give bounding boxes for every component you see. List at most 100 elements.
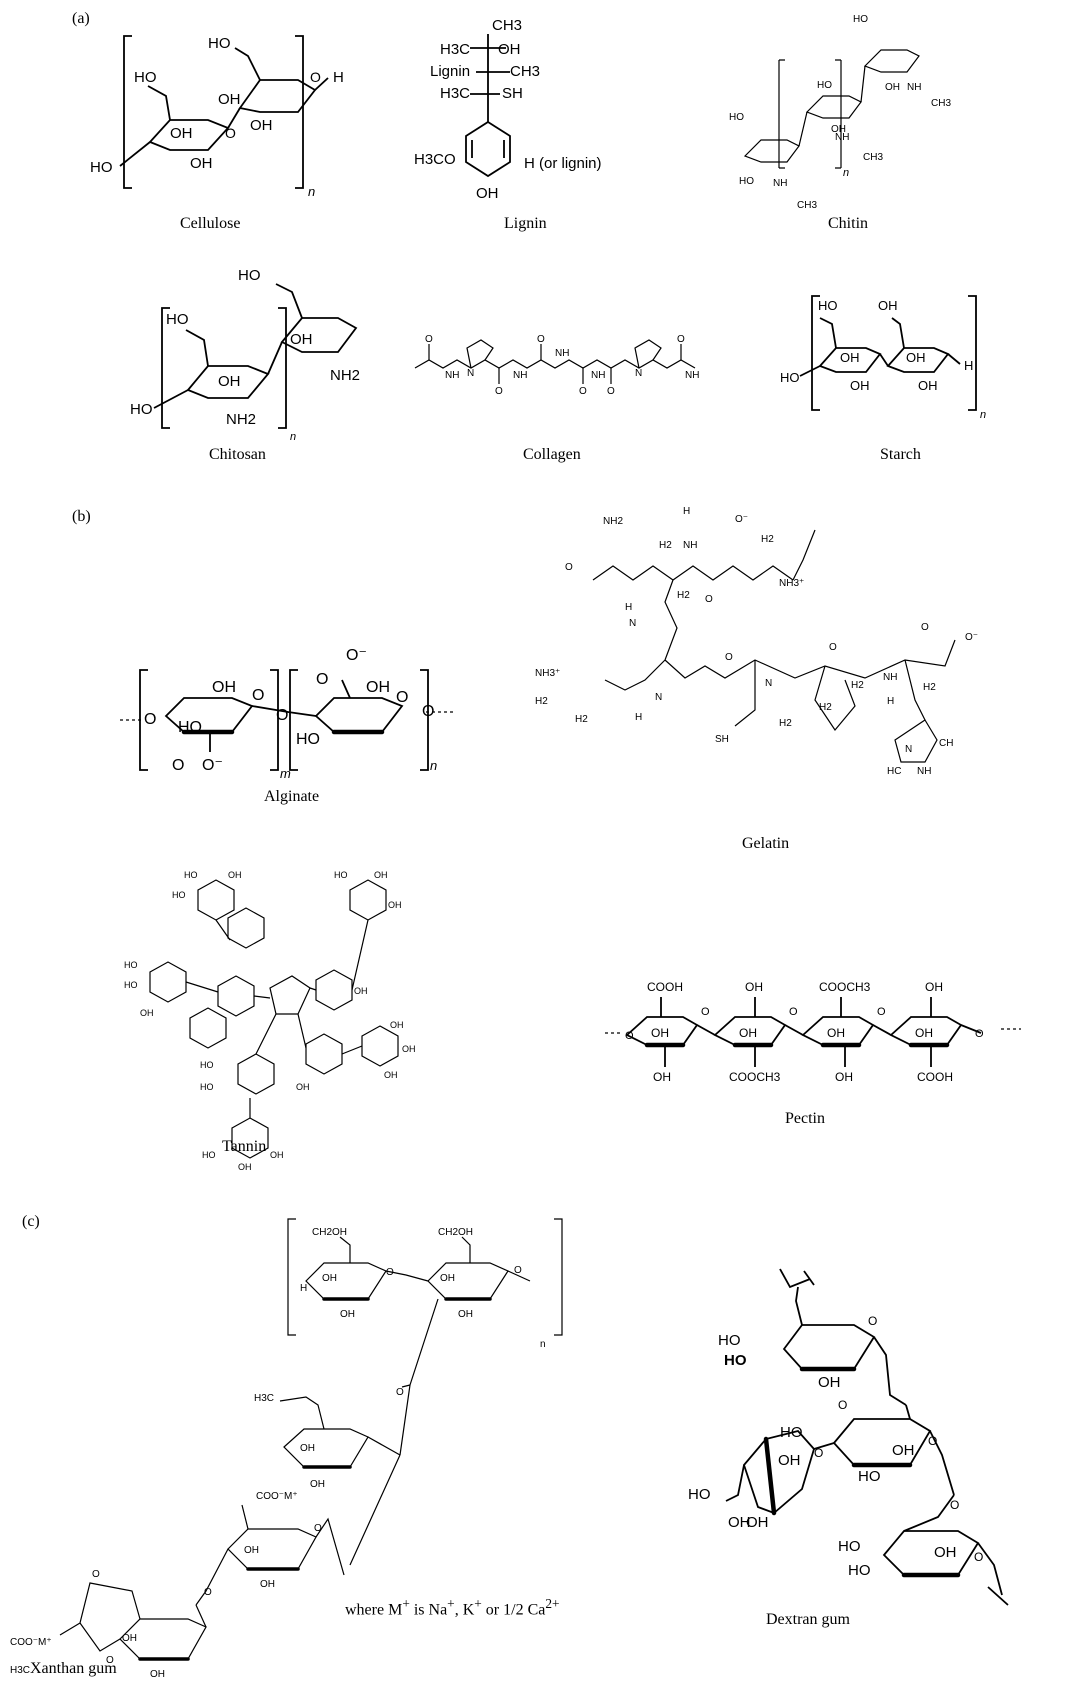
svg-text:CH3: CH3 bbox=[797, 200, 817, 211]
svg-text:H3C: H3C bbox=[10, 1665, 30, 1676]
lignin-ring bbox=[465, 120, 511, 178]
svg-text:O: O bbox=[144, 711, 156, 728]
svg-text:H: H bbox=[333, 69, 344, 86]
svg-text:O: O bbox=[705, 594, 713, 605]
ring1-ch2oh bbox=[147, 85, 171, 121]
tannin-ester-links bbox=[185, 919, 369, 1118]
caption-collagen: Collagen bbox=[523, 446, 581, 463]
panel-label-c: (c) bbox=[22, 1213, 40, 1230]
svg-text:H2: H2 bbox=[761, 534, 774, 545]
svg-text:CH: CH bbox=[939, 738, 953, 749]
svg-text:m: m bbox=[280, 766, 291, 781]
svg-text:H2: H2 bbox=[575, 714, 588, 725]
svg-text:O: O bbox=[204, 1587, 212, 1598]
svg-text:OH: OH bbox=[402, 1044, 416, 1054]
svg-text:OH: OH bbox=[300, 1443, 315, 1454]
dextran-ring-4 bbox=[882, 1530, 980, 1576]
svg-text:OH: OH bbox=[218, 373, 241, 390]
dextran-structure: HO HO OH O O HO HO OH O O OH HO OH OH HO… bbox=[688, 1268, 1009, 1606]
svg-text:O: O bbox=[537, 334, 545, 345]
svg-text:O: O bbox=[579, 386, 587, 397]
svg-text:OH: OH bbox=[140, 1008, 154, 1018]
svg-text:CH3: CH3 bbox=[931, 98, 951, 109]
svg-text:O: O bbox=[106, 1655, 114, 1666]
svg-text:OH: OH bbox=[354, 986, 368, 996]
collagen-structure: O NH N O NH O NH O NH O N O NH bbox=[414, 334, 699, 397]
svg-text:O: O bbox=[974, 1550, 983, 1564]
svg-text:OH: OH bbox=[925, 980, 943, 994]
svg-text:OH: OH bbox=[228, 870, 242, 880]
svg-text:HO: HO bbox=[134, 69, 157, 86]
alginate-structure: O OH HO O O⁻ O O O O⁻ OH HO O O m n bbox=[120, 647, 456, 781]
svg-text:H2: H2 bbox=[851, 680, 864, 691]
caption-chitosan: Chitosan bbox=[209, 446, 266, 463]
svg-text:OH: OH bbox=[270, 1150, 284, 1160]
svg-text:N: N bbox=[467, 368, 474, 379]
svg-text:OH: OH bbox=[840, 350, 860, 365]
svg-text:n: n bbox=[540, 1339, 546, 1350]
svg-text:OH: OH bbox=[384, 1070, 398, 1080]
svg-text:NH2: NH2 bbox=[603, 516, 623, 527]
svg-text:NH: NH bbox=[513, 370, 527, 381]
svg-text:n: n bbox=[430, 758, 437, 773]
svg-text:OH: OH bbox=[885, 82, 900, 93]
svg-text:OH: OH bbox=[746, 1514, 769, 1531]
svg-text:H2: H2 bbox=[659, 540, 672, 551]
svg-text:HO: HO bbox=[688, 1486, 711, 1503]
svg-text:SH: SH bbox=[715, 734, 729, 745]
svg-text:O: O bbox=[701, 1006, 710, 1018]
svg-text:COO⁻M⁺: COO⁻M⁺ bbox=[256, 1491, 298, 1502]
svg-text:O: O bbox=[514, 1265, 522, 1276]
svg-text:HO: HO bbox=[172, 890, 186, 900]
svg-text:COO⁻M⁺: COO⁻M⁺ bbox=[10, 1637, 52, 1648]
svg-text:COOH: COOH bbox=[647, 980, 683, 994]
svg-text:HO: HO bbox=[853, 14, 868, 25]
svg-text:NH: NH bbox=[555, 348, 569, 359]
svg-text:NH: NH bbox=[445, 370, 459, 381]
svg-text:N: N bbox=[629, 618, 636, 629]
svg-text:HC: HC bbox=[887, 766, 901, 777]
svg-text:O: O bbox=[92, 1569, 100, 1580]
lignin-structure: CH3 H3C OH Lignin CH3 H3C SH H3CO OH H (… bbox=[414, 17, 602, 202]
svg-text:HO: HO bbox=[838, 1538, 861, 1555]
caption-lignin: Lignin bbox=[504, 215, 547, 232]
svg-text:NH: NH bbox=[883, 672, 897, 683]
svg-text:OH: OH bbox=[458, 1309, 473, 1320]
caption-tannin: Tannin bbox=[222, 1138, 267, 1155]
xanthan-counterion-note: where M+ is Na+, K+ or 1/2 Ca2+ bbox=[345, 1596, 560, 1619]
svg-text:NH: NH bbox=[917, 766, 931, 777]
svg-text:H2: H2 bbox=[923, 682, 936, 693]
proline-ring-1 bbox=[466, 339, 494, 369]
svg-text:NH2: NH2 bbox=[330, 367, 360, 384]
svg-text:NH: NH bbox=[591, 370, 605, 381]
svg-text:O: O bbox=[314, 1523, 322, 1534]
xanthan-top-ring-1 bbox=[305, 1262, 387, 1300]
chitin-bracket-left bbox=[778, 59, 785, 169]
svg-text:N: N bbox=[765, 678, 772, 689]
gelatin-structure: NH2 H2 H2 H NH O⁻ H2 NH3⁺ O O H N NH3⁺ H… bbox=[535, 506, 978, 777]
alginate-ring-2 bbox=[314, 697, 404, 733]
svg-text:OH: OH bbox=[122, 1633, 137, 1644]
svg-text:H: H bbox=[300, 1283, 307, 1294]
xanthan-structure: CH2OH CH2OH H OH OH OH OH O O n H3C O OH… bbox=[10, 1218, 563, 1680]
svg-text:O: O bbox=[396, 1387, 404, 1398]
svg-text:HO: HO bbox=[296, 731, 320, 748]
svg-text:Lignin: Lignin bbox=[430, 63, 470, 80]
svg-text:O: O bbox=[789, 1006, 798, 1018]
imidazole-ring bbox=[894, 719, 938, 763]
panel-label-a: (a) bbox=[72, 10, 90, 27]
svg-text:n: n bbox=[308, 184, 315, 199]
svg-text:O: O bbox=[310, 69, 321, 85]
svg-text:O: O bbox=[868, 1314, 877, 1328]
svg-text:OH: OH bbox=[918, 378, 938, 393]
svg-text:NH3⁺: NH3⁺ bbox=[779, 578, 804, 589]
svg-text:O: O bbox=[607, 386, 615, 397]
svg-text:O: O bbox=[677, 334, 685, 345]
svg-text:O: O bbox=[172, 757, 184, 774]
svg-text:O: O bbox=[928, 1434, 937, 1448]
svg-text:O: O bbox=[838, 1398, 847, 1412]
svg-text:HO: HO bbox=[200, 1082, 214, 1092]
svg-text:H2: H2 bbox=[779, 718, 792, 729]
label-o: O bbox=[225, 125, 236, 141]
svg-text:CH2OH: CH2OH bbox=[438, 1227, 473, 1238]
